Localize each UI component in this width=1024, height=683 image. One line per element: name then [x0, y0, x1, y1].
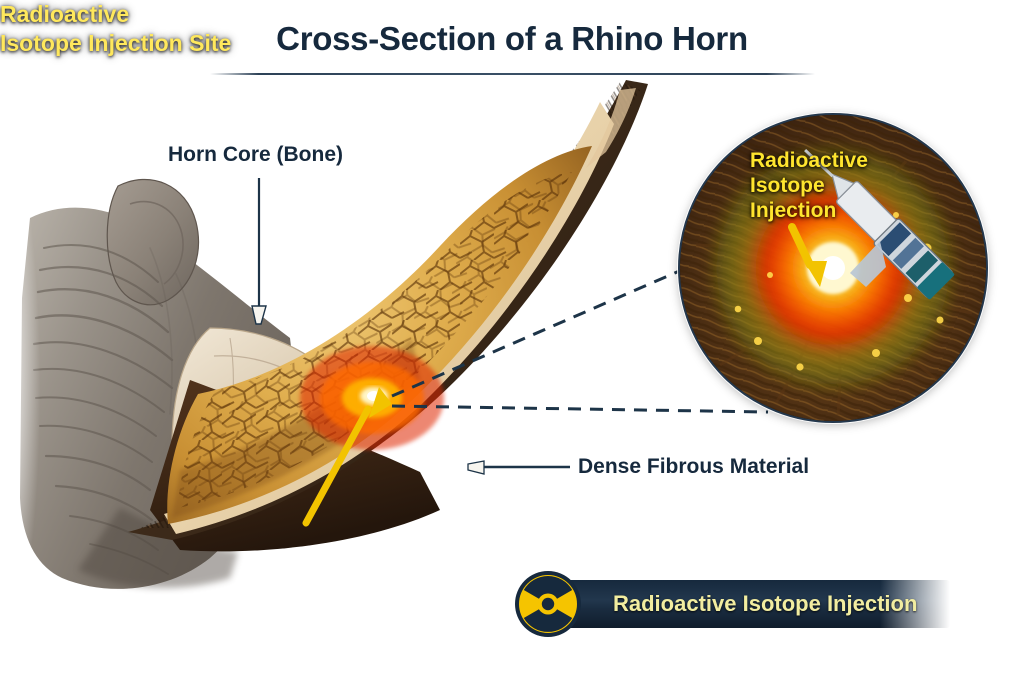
- rhino-horn-cross-section: [128, 80, 648, 552]
- injection-glow-main: [300, 346, 444, 450]
- label-horn-core: Horn Core (Bone): [168, 143, 343, 166]
- title-divider: [210, 73, 815, 75]
- label-dense-fibrous: Dense Fibrous Material: [578, 455, 810, 478]
- legend-text: Radioactive Isotope Injection: [613, 591, 918, 616]
- injection-arrow-main: [302, 387, 392, 527]
- horn-core-leader: [251, 178, 267, 325]
- inset-callout-label: Radioactive Isotope Injection: [750, 149, 868, 222]
- magnifier-connector-lines: [391, 260, 769, 414]
- page-title: Cross-Section of a Rhino Horn: [276, 20, 748, 57]
- legend-bar: [562, 580, 950, 628]
- rhino-ear: [106, 178, 200, 306]
- dense-fibrous-leader: [467, 460, 570, 475]
- syringe-icon: [804, 149, 955, 300]
- inset-yellow-arrow: [788, 223, 827, 287]
- magnifier-inset: Radioactive Isotope Injection: [678, 113, 988, 423]
- label-injection-site: Radioactive Isotope Injection Site: [0, 1, 232, 56]
- needle-tip: [850, 241, 886, 287]
- legend: Radioactive Isotope Injection: [500, 568, 950, 640]
- radiation-trefoil-icon: [515, 571, 581, 637]
